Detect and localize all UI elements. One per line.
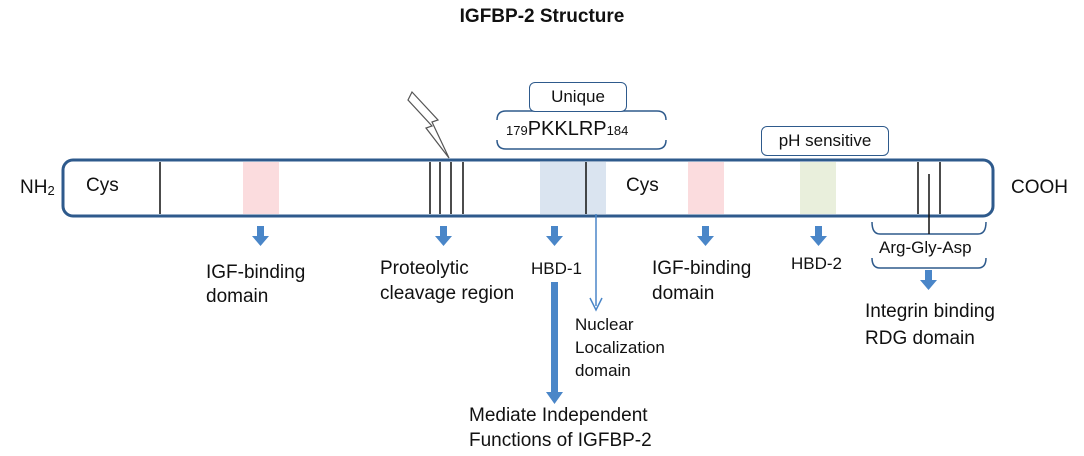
hbd2-domain — [800, 162, 836, 214]
rgd-label: Arg-Gly-Asp — [879, 238, 972, 257]
proteolytic-label-a: Proteolytic — [380, 258, 469, 279]
igf-binding-label-1b: domain — [206, 286, 269, 307]
nuclear-label-c: domain — [575, 361, 631, 380]
n-terminus-label: NH2 — [20, 177, 55, 198]
igf-binding-domain-1 — [243, 162, 279, 214]
lightning-bolt-icon — [407, 90, 450, 159]
igf-binding-label-1a: IGF-binding — [206, 262, 306, 283]
protein-bar — [61, 158, 995, 218]
mediate-label-a: Mediate Independent — [469, 405, 648, 426]
sequence-start: 179 — [506, 123, 528, 138]
integrin-label-b: RDG domain — [865, 328, 975, 349]
cys-label-right: Cys — [626, 175, 659, 196]
integrin-label-a: Integrin binding — [865, 301, 995, 322]
hbd1-label: HBD-1 — [531, 259, 583, 278]
hbd1-bracket — [496, 139, 667, 150]
rgd-bracket-bottom — [871, 257, 987, 269]
igf-binding-label-2a: IGF-binding — [652, 258, 752, 279]
nuclear-label-b: Localization — [575, 338, 665, 357]
hbd1-domain — [540, 162, 606, 214]
nuclear-label-a: Nuclear — [575, 315, 634, 334]
unique-box: Unique — [529, 82, 627, 112]
mediate-label-b: Functions of IGFBP-2 — [469, 430, 652, 451]
igf-binding-domain-2 — [688, 162, 724, 214]
hbd2-label: HBD-2 — [791, 254, 843, 273]
bar-dividers — [159, 162, 941, 214]
c-terminus-label: COOH — [1011, 177, 1068, 198]
nuclear-arrowhead — [589, 297, 603, 312]
domain-arrows — [252, 226, 937, 404]
sequence-motif: PKKLRP — [527, 118, 607, 140]
igf-binding-label-2b: domain — [652, 283, 715, 304]
diagram-title: IGFBP-2 Structure — [459, 6, 625, 27]
n-terminus-subscript: 2 — [47, 183, 55, 198]
ph-sensitive-box: pH sensitive — [761, 126, 889, 156]
sequence-label: 179PKKLRP184 — [506, 118, 628, 141]
proteolytic-label-b: cleavage region — [380, 283, 515, 304]
sequence-end: 184 — [606, 123, 629, 138]
cys-label-left: Cys — [86, 175, 119, 196]
